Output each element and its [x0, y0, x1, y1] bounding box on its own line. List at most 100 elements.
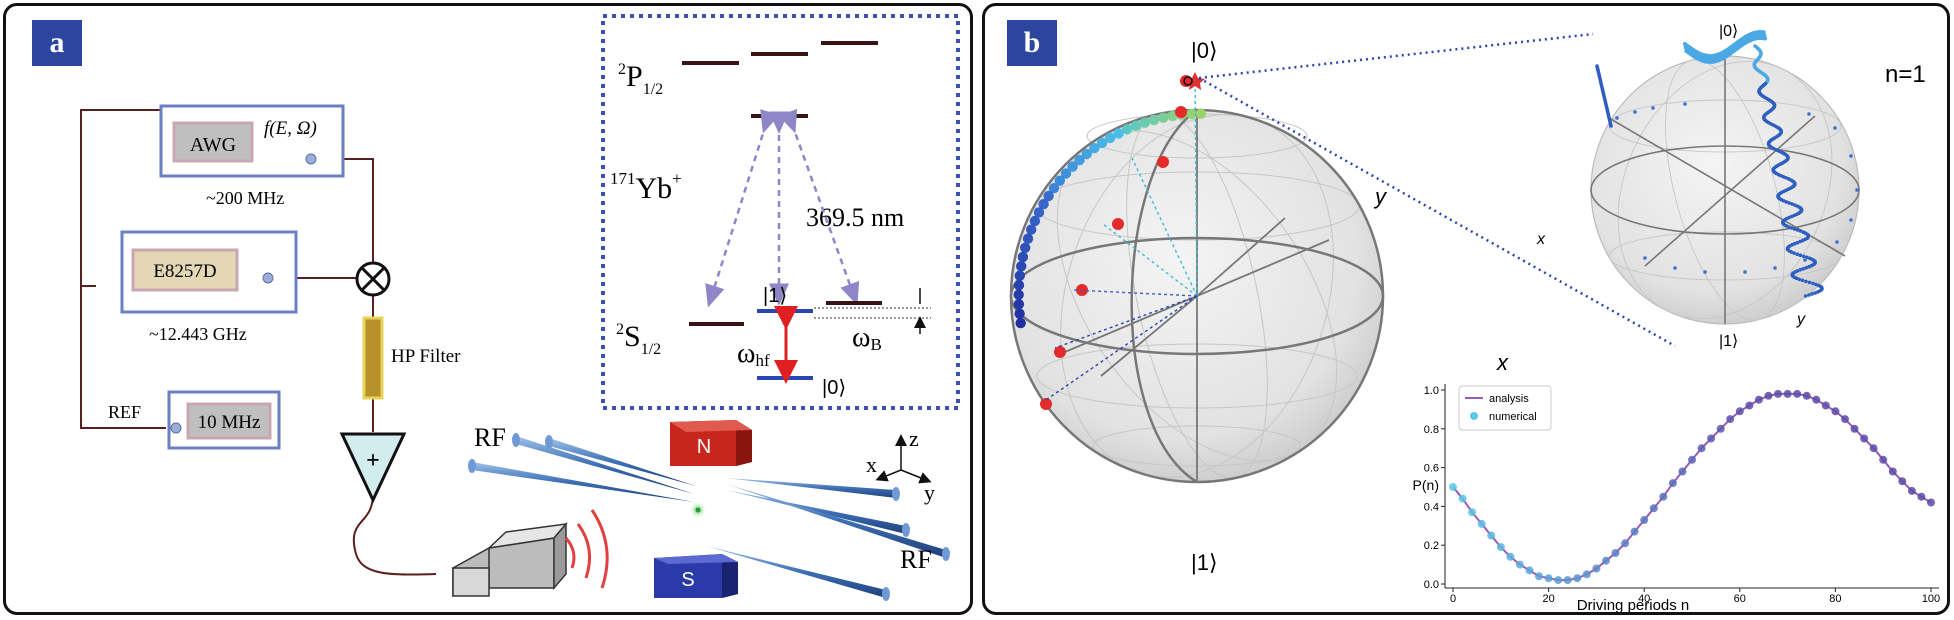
chart-ylabel: P(n) [1413, 477, 1439, 493]
numerical-point [1774, 389, 1782, 398]
trajectory-point [1015, 317, 1026, 329]
wiring [80, 109, 437, 576]
numerical-point [1449, 483, 1457, 491]
numerical-point [1850, 424, 1859, 433]
trajectory-dot [1801, 267, 1805, 271]
bloch-sphere-small [1590, 55, 1860, 325]
e8257d-unit [120, 230, 298, 314]
numerical-point [1898, 477, 1907, 486]
numerical-point [1707, 434, 1716, 443]
trajectory-point [1148, 114, 1160, 126]
hp-filter [362, 316, 384, 400]
f-e-omega-label: f(E, Ω) [264, 118, 317, 139]
numerical-point [1860, 434, 1869, 443]
isotope-label: 171Yb+ [610, 169, 682, 205]
large-x-label: x [1496, 350, 1509, 375]
panel-b-label: b [1007, 20, 1057, 66]
trajectory-dot [1763, 36, 1767, 41]
large-ket0: |0⟩ [1191, 38, 1218, 63]
y-tick-label: 0.6 [1424, 463, 1439, 475]
numerical-point [1535, 572, 1543, 581]
numerical-point [1621, 539, 1630, 548]
trajectory-point [1013, 299, 1025, 310]
trajectory-dot [1798, 253, 1803, 257]
trajectory-dot [1794, 276, 1799, 281]
large-y-label: y [1373, 184, 1388, 209]
numerical-point [1735, 407, 1744, 416]
trajectory-point [1026, 224, 1037, 235]
energy-level-box [601, 14, 960, 410]
x-tick-label: 40 [1638, 593, 1650, 605]
trajectory-point [1014, 270, 1025, 281]
numerical-point [1477, 519, 1486, 528]
small-x-label: x [1536, 231, 1546, 248]
trajectory-point [1054, 175, 1065, 186]
trajectory-dot [1797, 277, 1801, 282]
trajectory-point [1017, 251, 1029, 263]
n-label: n=1 [1885, 61, 1926, 88]
p-levels [682, 41, 878, 118]
numerical-point [1668, 479, 1677, 488]
numerical-point [1745, 401, 1754, 410]
numerical-point [1927, 498, 1935, 507]
trajectory-point [1013, 280, 1025, 291]
numerical-point [1525, 566, 1534, 575]
numerical-point [1611, 549, 1620, 557]
axis-y-label: y [924, 480, 935, 505]
axes-triad [875, 434, 932, 484]
trajectory-dot [1795, 252, 1799, 256]
numerical-point [1678, 467, 1687, 476]
magnet-n-label: N [697, 436, 711, 458]
trajectory-dot [1801, 254, 1806, 259]
omega-b-label: ωB [852, 322, 882, 354]
trajectory-point [1130, 120, 1142, 131]
panel-b: b [982, 3, 1950, 615]
numerical-point [1802, 391, 1811, 400]
ket-one-label: |1⟩ [763, 285, 787, 307]
trajectory-point [1048, 183, 1060, 194]
rf-label-left: RF [474, 423, 506, 452]
numerical-point [1793, 389, 1802, 398]
trajectory-point [1113, 128, 1124, 139]
trajectory-point [1089, 143, 1100, 154]
trajectory-dot [1784, 200, 1789, 204]
trajectory-point [1105, 132, 1116, 144]
y-tick-label: 0.0 [1424, 579, 1439, 591]
trajectory-dot [1798, 268, 1802, 272]
trajectory-dot [1798, 229, 1803, 233]
trajectory-dot [1792, 227, 1797, 231]
large-ket1: |1⟩ [1191, 550, 1218, 575]
start-marker [1183, 76, 1193, 86]
panel-a-label: a [32, 20, 82, 66]
state-vectors [1042, 77, 1198, 403]
e8257d-label: E8257D [153, 261, 216, 282]
trajectory-point [1060, 168, 1072, 179]
trajectory-dot [1811, 281, 1815, 286]
magnet-s-label: S [681, 569, 694, 591]
trajectory-point [1029, 215, 1041, 227]
numerical-point [1468, 508, 1477, 517]
numerical-point [1649, 504, 1658, 513]
numerical-point [1487, 531, 1496, 540]
ref-label: REF [108, 402, 141, 422]
trajectory-dot [1789, 226, 1794, 230]
ten-mhz-label: 10 MHz [198, 412, 261, 433]
numerical-point [1640, 516, 1649, 524]
legend-analysis-label: analysis [1489, 393, 1529, 405]
trajectory-point [1043, 190, 1054, 202]
trajectory-point [1013, 289, 1024, 300]
trajectory-small [1595, 30, 1824, 298]
stroboscopic-point [1180, 75, 1192, 87]
numerical-point [1582, 570, 1591, 579]
trajectory-point [1067, 161, 1078, 172]
numerical-point [1812, 395, 1821, 404]
numerical-point [1821, 401, 1830, 410]
axis-x-label: x [866, 452, 877, 477]
amplifier [339, 432, 407, 504]
trajectory-point [1158, 112, 1169, 123]
stroboscopic-point [1040, 398, 1052, 410]
trajectory-dot [1792, 251, 1796, 255]
y-tick-label: 0.2 [1424, 540, 1439, 552]
trajectory-point [1033, 207, 1045, 218]
